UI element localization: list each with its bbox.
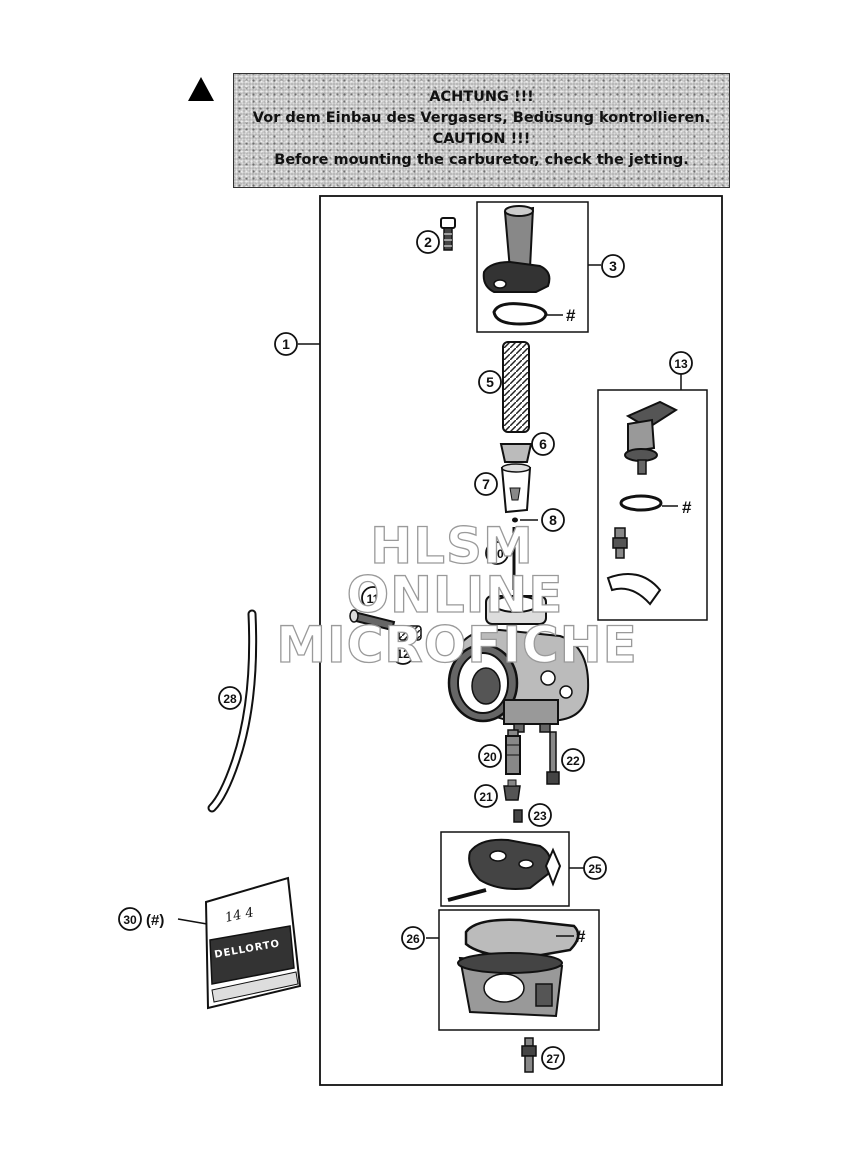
caution-title-en: CAUTION !!! <box>432 131 531 147</box>
carburetor-body <box>447 595 590 733</box>
callout-12: 12 <box>396 647 410 661</box>
callout-30: 30 <box>123 913 137 927</box>
callout-6: 6 <box>539 436 547 452</box>
part-spring-seat <box>499 443 533 463</box>
callout-13: 13 <box>674 357 688 371</box>
leader-line <box>177 918 208 925</box>
callout-5: 5 <box>486 374 494 390</box>
kit-note: (#) <box>146 912 164 929</box>
callout-20: 20 <box>483 750 497 764</box>
callout-28: 28 <box>223 692 237 706</box>
callout-26: 26 <box>406 932 420 946</box>
warning-triangle-icon <box>188 77 214 101</box>
part-main-jet <box>503 779 521 801</box>
part-jet-holder <box>505 729 521 775</box>
callout-circles <box>118 230 693 1070</box>
bag-handwriting: 14 4 <box>224 905 255 926</box>
caution-text-de: Vor dem Einbau des Vergasers, Bedüsung k… <box>252 110 711 126</box>
callout-25: 25 <box>588 862 602 876</box>
part-float-bowl <box>457 918 580 1018</box>
part-3-frame <box>476 201 589 333</box>
part-25-frame <box>440 831 570 907</box>
callout-10: 10 <box>490 547 504 561</box>
part-cover <box>482 205 563 326</box>
watermark-line-2: ONLINE <box>346 565 564 624</box>
part-26-frame <box>438 909 600 1031</box>
callout-21: 21 <box>479 790 493 804</box>
watermark-line-1: HLSM <box>370 516 534 575</box>
callout-1: 1 <box>282 336 290 352</box>
part-jet-kit-bag <box>204 876 302 1010</box>
part-13-frame <box>597 389 708 621</box>
callout-23: 23 <box>533 809 547 823</box>
watermark-line-3: MICROFICHE <box>276 615 638 674</box>
hash-mark: # <box>682 498 692 517</box>
part-drain-screw <box>521 1037 537 1073</box>
hash-mark: # <box>576 927 586 946</box>
part-idle-screw <box>349 609 396 632</box>
part-idle-spring <box>398 625 422 641</box>
part-choke-assembly <box>606 400 679 606</box>
callout-7: 7 <box>482 476 490 492</box>
part-small-jet <box>513 809 523 823</box>
callout-22: 22 <box>566 754 580 768</box>
part-throttle-slide <box>500 463 532 514</box>
caution-banner: ACHTUNG !!! Vor dem Einbau des Vergasers… <box>233 73 730 188</box>
part-float <box>447 838 562 902</box>
callout-3: 3 <box>609 258 617 274</box>
part-needle-clip <box>512 517 518 523</box>
part-screw <box>440 217 456 251</box>
part-idle-jet <box>546 731 560 785</box>
callout-11: 11 <box>367 592 380 606</box>
hash-mark: # <box>566 306 576 325</box>
callout-2: 2 <box>424 234 432 250</box>
part-spring <box>502 341 530 433</box>
callout-27: 27 <box>546 1052 560 1066</box>
callout-8: 8 <box>549 512 557 528</box>
carburetor-assembly-frame <box>319 195 723 1086</box>
caution-text-en: Before mounting the carburetor, check th… <box>274 152 689 168</box>
part-fuel-hose <box>207 609 258 813</box>
caution-title-de: ACHTUNG !!! <box>429 89 534 105</box>
